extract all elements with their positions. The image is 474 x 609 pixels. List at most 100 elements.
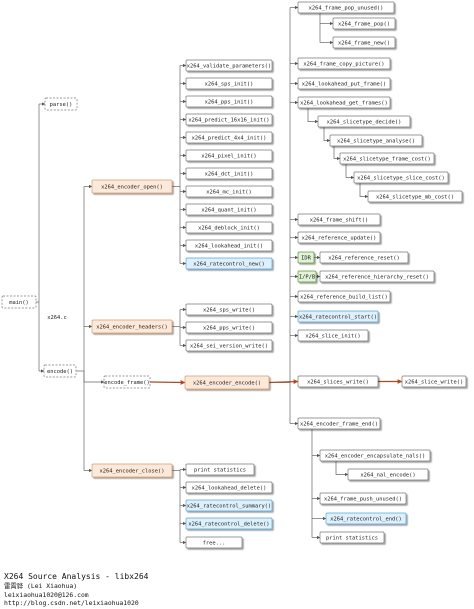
edge-analyse-to-frame-cost bbox=[333, 146, 341, 161]
node-box bbox=[185, 203, 273, 216]
node-label: print statistics bbox=[194, 467, 246, 473]
footer-title: X264 Source Analysis - libx264 bbox=[4, 572, 149, 581]
node-label: x264_predict_16x16_init() bbox=[188, 117, 269, 123]
node-label: x264_lookahead_init() bbox=[195, 243, 263, 249]
node-slicetype-analyse: x264_slicetype_analyse() bbox=[329, 134, 423, 147]
node-box bbox=[329, 134, 423, 147]
node-deblock-init: x264_deblock_init() bbox=[185, 221, 273, 234]
node-box bbox=[185, 59, 273, 72]
node-box bbox=[297, 375, 379, 388]
node-label: main() bbox=[9, 300, 28, 306]
node-pps-write: x264_pps_write() bbox=[185, 321, 273, 334]
node-box bbox=[297, 270, 317, 283]
node-label: x264_encoder_headers() bbox=[96, 324, 167, 330]
edge-main-branches bbox=[36, 102, 46, 373]
node-label: x264_ratecontrol_delete() bbox=[188, 521, 269, 527]
node-label: parse() bbox=[50, 102, 73, 108]
edge-encode-frame-to-encoder-encode bbox=[149, 380, 186, 385]
node-mc-init: x264_mc_init() bbox=[185, 185, 273, 198]
node-frame-copy-picture: x264_frame_copy_picture() bbox=[297, 57, 391, 70]
node-box bbox=[91, 319, 173, 334]
node-label: encode_frame() bbox=[104, 380, 149, 386]
node-encoder-close: x264_encoder_close() bbox=[91, 463, 173, 478]
node-predict-4x4-init: x264_predict_4x4_init() bbox=[185, 131, 273, 144]
node-label: x264_encoder_encapsulate_nals() bbox=[325, 453, 426, 459]
node-label: x264_frame_pop() bbox=[338, 21, 390, 27]
node-nal-encode: x264_nal_encode() bbox=[347, 468, 429, 481]
node-label: x264_frame_copy_picture() bbox=[303, 61, 384, 67]
edge-decide-to-analyse bbox=[323, 127, 331, 143]
node-label: x264_encoder_close() bbox=[100, 468, 165, 474]
edge-frame-pop-unused-children bbox=[319, 13, 334, 45]
node-box bbox=[319, 492, 407, 505]
node-box bbox=[185, 95, 273, 108]
node-box bbox=[347, 468, 429, 481]
node-label: encode() bbox=[47, 369, 73, 375]
node-slicetype-slice-cost: x264_slicetype_slice_cost() bbox=[353, 171, 449, 184]
edge-get-frames-to-decide bbox=[307, 108, 319, 124]
node-ipb: I/P/B bbox=[297, 270, 317, 283]
node-label: x264_frame_new() bbox=[338, 40, 390, 46]
node-label: x264_lookahead_get_frames() bbox=[300, 100, 388, 106]
node-box bbox=[297, 231, 381, 244]
node-box bbox=[297, 417, 381, 430]
node-sei-version-write: x264_sei_version_write() bbox=[185, 339, 273, 352]
node-dct-init: x264_dct_init() bbox=[185, 167, 273, 180]
node-frame-pop: x264_frame_pop() bbox=[332, 17, 396, 30]
node-label: x264_ratecontrol_start() bbox=[299, 314, 377, 320]
node-label: x264_lookahead_delete() bbox=[192, 485, 267, 491]
node-label: x264_reference_update() bbox=[302, 235, 377, 241]
node-encode: encode() bbox=[43, 364, 77, 378]
node-pps-init: x264_pps_init() bbox=[185, 95, 273, 108]
node-box bbox=[297, 310, 379, 323]
node-box bbox=[317, 115, 411, 128]
node-box bbox=[297, 96, 391, 109]
node-label: x264_validate_parameters() bbox=[187, 63, 271, 69]
node-reference-reset: x264_reference_reset() bbox=[319, 251, 409, 264]
node-label: x264_slices_write() bbox=[307, 379, 369, 385]
node-label: x264_dct_init() bbox=[205, 171, 254, 177]
node-label: x264_ratecontrol_summary() bbox=[187, 503, 271, 509]
node-box bbox=[332, 36, 396, 49]
node-box bbox=[91, 179, 173, 194]
node-label: x264_predict_4x4_init() bbox=[192, 135, 267, 141]
node-label: x264_reference_hierarchy_reset() bbox=[325, 274, 429, 280]
node-label: free... bbox=[203, 540, 226, 546]
node-slice-init: x264_slice_init() bbox=[297, 329, 369, 342]
node-label: x264_frame_shift() bbox=[310, 217, 368, 223]
edges bbox=[36, 5, 403, 545]
node-slice-write: x264_slice_write() bbox=[401, 375, 467, 388]
node-box bbox=[185, 536, 243, 549]
node-encoder-open: x264_encoder_open() bbox=[91, 179, 173, 194]
node-box bbox=[185, 149, 273, 162]
node-slices-write: x264_slices_write() bbox=[297, 375, 379, 388]
node-print-statistics-2: print statistics bbox=[319, 531, 385, 544]
node-box bbox=[185, 185, 273, 198]
node-slicetype-frame-cost: x264_slicetype_frame_cost() bbox=[339, 152, 435, 165]
node-label: x264_sps_init() bbox=[205, 81, 254, 87]
node-ratecontrol-delete: x264_ratecontrol_delete() bbox=[185, 517, 273, 530]
node-label: print statistics bbox=[326, 535, 378, 541]
node-label: x264_lookahead_put_frame() bbox=[302, 81, 386, 87]
node-label: x264_pixel_init() bbox=[201, 153, 256, 159]
node-validate-parameters: x264_validate_parameters() bbox=[185, 59, 273, 72]
node-sps-write: x264_sps_write() bbox=[185, 303, 273, 316]
node-label: x264_quant_init() bbox=[201, 207, 256, 213]
node-encoder-encode: x264_encoder_encode() bbox=[184, 375, 270, 390]
node-label: x264_ratecontrol_end() bbox=[330, 516, 401, 522]
node-label: x264_slicetype_slice_cost() bbox=[357, 175, 445, 181]
node-box bbox=[319, 449, 431, 462]
node-reference-update: x264_reference_update() bbox=[297, 231, 381, 244]
node-box bbox=[185, 77, 273, 90]
node-box bbox=[297, 77, 391, 90]
node-label: x264_pps_init() bbox=[205, 99, 254, 105]
edge-encode-children-right bbox=[269, 5, 299, 426]
node-label: x264_slicetype_frame_cost() bbox=[343, 156, 431, 162]
node-box bbox=[185, 463, 255, 476]
node-slicetype-decide: x264_slicetype_decide() bbox=[317, 115, 411, 128]
node-quant-init: x264_quant_init() bbox=[185, 203, 273, 216]
node-box bbox=[185, 339, 273, 352]
node-ratecontrol-new: x264_ratecontrol_new() bbox=[185, 257, 273, 270]
nodes: main()x264.cparse()encode()encode_frame(… bbox=[1, 1, 467, 549]
